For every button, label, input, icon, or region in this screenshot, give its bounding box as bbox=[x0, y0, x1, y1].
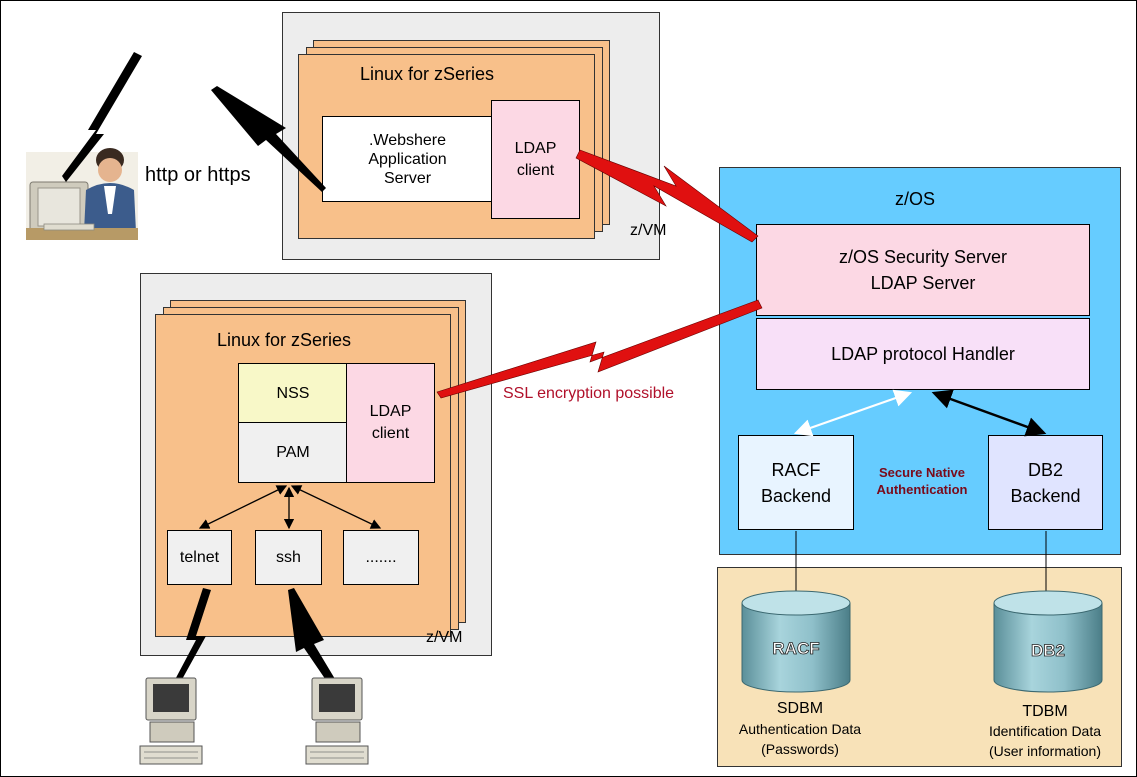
pam-label: PAM bbox=[276, 443, 310, 461]
top-zvm-label: z/VM bbox=[630, 222, 667, 239]
red-lightning-bolt-icon bbox=[575, 149, 759, 243]
db2-database-icon bbox=[993, 590, 1103, 693]
lightning-bolt-icon bbox=[62, 52, 142, 182]
pam-box: PAM bbox=[238, 422, 348, 483]
bottom-zvm-label: z/VM bbox=[426, 629, 463, 646]
bottom-linux-title: Linux for zSeries bbox=[217, 330, 352, 350]
db2-db-label: DB2 bbox=[1031, 641, 1065, 660]
db2-arrow bbox=[931, 389, 1047, 437]
racf-backend-label: RACF Backend bbox=[760, 459, 832, 506]
racf-backend-box: RACF Backend bbox=[738, 435, 854, 530]
racf-database-icon bbox=[741, 590, 851, 693]
protocol-label: http or https bbox=[145, 164, 251, 186]
sdbm-desc: Authentication Data (Passwords) bbox=[738, 721, 862, 757]
security-server-label: z/OS Security Server LDAP Server bbox=[838, 247, 1008, 293]
top-was-box: .Webshere Application Server bbox=[322, 116, 493, 202]
secure-auth-label: Secure Native Authentication bbox=[876, 465, 968, 497]
protocol-handler-box: LDAP protocol Handler bbox=[756, 318, 1090, 390]
more-box: ....... bbox=[343, 530, 419, 585]
zos-title: z/OS bbox=[895, 189, 936, 209]
top-ldap-client-box: LDAP client bbox=[491, 100, 580, 219]
was-label: .Webshere Application Server bbox=[368, 131, 447, 187]
lightning-bolt-icon bbox=[160, 588, 211, 712]
terminal-computer-icon bbox=[305, 677, 369, 765]
tdbm-desc: Identification Data (User information) bbox=[988, 723, 1102, 759]
sdbm-title: SDBM bbox=[776, 700, 824, 717]
ssl-note: SSL encryption possible bbox=[503, 385, 675, 402]
terminal-computer-icon bbox=[139, 677, 203, 765]
telnet-label: telnet bbox=[179, 548, 220, 566]
lightning-bolt-icon bbox=[211, 86, 326, 192]
top-linux-title: Linux for zSeries bbox=[360, 64, 495, 84]
more-label: ....... bbox=[365, 548, 397, 566]
tdbm-title: TDBM bbox=[1022, 703, 1068, 720]
telnet-box: telnet bbox=[167, 530, 232, 585]
bottom-ldap-client-box: LDAP client bbox=[346, 363, 435, 483]
ssh-label: ssh bbox=[276, 548, 301, 566]
top-ldap-client-label: LDAP client bbox=[514, 139, 557, 179]
ssh-box: ssh bbox=[255, 530, 322, 585]
racf-arrow bbox=[793, 389, 913, 437]
red-lightning-bolt-icon bbox=[436, 299, 763, 399]
lightning-bolt-icon bbox=[288, 588, 350, 708]
pam-arrows bbox=[198, 485, 382, 530]
protocol-handler-label: LDAP protocol Handler bbox=[831, 343, 1015, 364]
nss-box: NSS bbox=[238, 363, 348, 424]
nss-label: NSS bbox=[276, 384, 310, 402]
user-at-desk-icon bbox=[26, 148, 138, 240]
bottom-ldap-client-label: LDAP client bbox=[369, 403, 412, 442]
racf-db-label: RACF bbox=[772, 639, 819, 658]
security-server-box: z/OS Security Server LDAP Server bbox=[756, 224, 1090, 316]
db2-backend-box: DB2 Backend bbox=[988, 435, 1103, 530]
db2-backend-label: DB2 Backend bbox=[1010, 459, 1081, 506]
